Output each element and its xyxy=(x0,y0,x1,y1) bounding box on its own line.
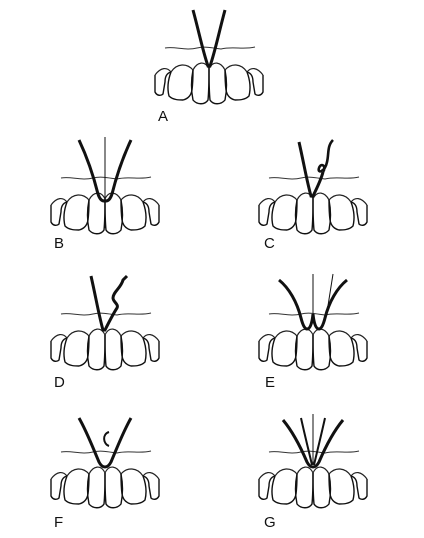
panel-g xyxy=(258,414,368,509)
panel-b xyxy=(50,137,160,235)
label-b: B xyxy=(54,235,64,252)
panel-d xyxy=(50,274,160,371)
label-d: D xyxy=(54,374,65,391)
label-g: G xyxy=(264,514,276,531)
label-f: F xyxy=(54,514,63,531)
label-c: C xyxy=(264,235,275,252)
label-a: A xyxy=(158,108,168,125)
panel-f xyxy=(50,417,160,509)
panel-c xyxy=(258,139,368,235)
panel-e xyxy=(258,273,368,371)
panel-a xyxy=(154,9,264,105)
label-e: E xyxy=(265,374,275,391)
